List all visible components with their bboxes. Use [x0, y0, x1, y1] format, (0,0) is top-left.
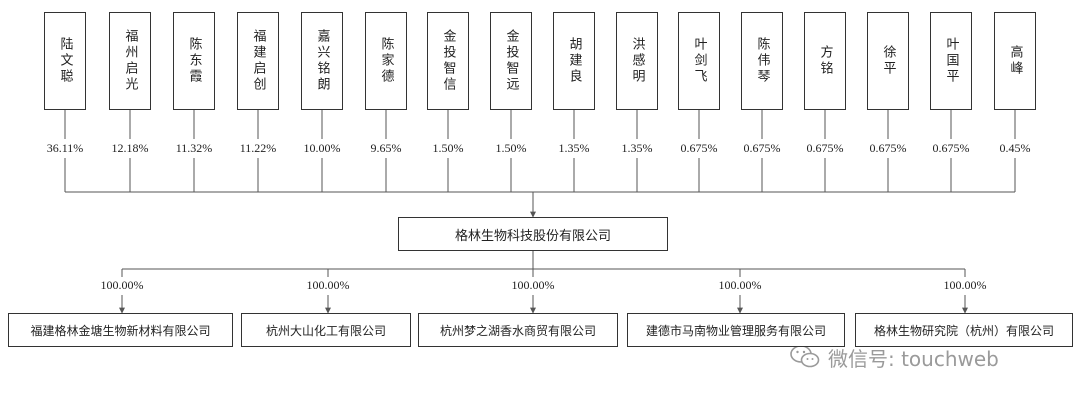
- shareholder-box: 徐平: [867, 12, 909, 110]
- shareholder-box: 陆文聪: [44, 12, 86, 110]
- shareholder-name: 洪感明: [629, 37, 645, 85]
- shareholder-percentage: 12.18%: [111, 141, 149, 155]
- subsidiary-box: 杭州大山化工有限公司: [241, 313, 411, 347]
- shareholder-percentage: 10.00%: [303, 141, 341, 155]
- shareholder-name: 福建启创: [250, 29, 266, 93]
- shareholder-percentage: 0.675%: [932, 141, 970, 155]
- shareholder-percentage: 1.35%: [558, 141, 590, 155]
- subsidiary-box: 格林生物研究院（杭州）有限公司: [855, 313, 1073, 347]
- shareholder-name: 金投智信: [440, 29, 456, 93]
- shareholder-name: 高峰: [1007, 45, 1023, 77]
- subsidiary-percentage: 100.00%: [943, 278, 987, 292]
- shareholder-name: 陈家德: [378, 37, 394, 85]
- shareholder-box: 方铭: [804, 12, 846, 110]
- shareholder-name: 方铭: [817, 45, 833, 77]
- shareholder-box: 福州启光: [109, 12, 151, 110]
- watermark-text: 微信号: touchweb: [828, 346, 999, 371]
- subsidiary-name: 杭州大山化工有限公司: [265, 323, 386, 338]
- shareholder-percentage: 1.50%: [432, 141, 464, 155]
- company-name: 格林生物科技股份有限公司: [454, 228, 611, 244]
- wechat-icon: [790, 345, 820, 368]
- shareholder-box: 嘉兴铭朗: [301, 12, 343, 110]
- shareholder-name: 陈东霞: [186, 37, 202, 85]
- shareholder-box: 陈伟琴: [741, 12, 783, 110]
- shareholder-box: 金投智信: [427, 12, 469, 110]
- shareholder-box: 陈东霞: [173, 12, 215, 110]
- shareholder-box: 陈家德: [365, 12, 407, 110]
- subsidiary-box: 福建格林金塘生物新材料有限公司: [8, 313, 233, 347]
- shareholder-name: 胡建良: [566, 37, 582, 85]
- shareholder-name: 金投智远: [503, 29, 519, 93]
- shareholder-percentage: 11.22%: [239, 141, 277, 155]
- shareholder-percentage: 1.50%: [495, 141, 527, 155]
- subsidiary-percentage: 100.00%: [306, 278, 350, 292]
- shareholder-percentage: 0.675%: [680, 141, 718, 155]
- subsidiary-name: 杭州梦之湖香水商贸有限公司: [439, 323, 596, 338]
- shareholder-box: 金投智远: [490, 12, 532, 110]
- shareholder-name: 陆文聪: [57, 37, 73, 85]
- shareholder-box: 叶国平: [930, 12, 972, 110]
- company-box: 格林生物科技股份有限公司: [398, 217, 668, 251]
- subsidiary-box: 杭州梦之湖香水商贸有限公司: [418, 313, 618, 347]
- subsidiary-name: 建德市马南物业管理服务有限公司: [645, 323, 826, 338]
- shareholder-name: 嘉兴铭朗: [314, 29, 330, 93]
- shareholder-percentage: 11.32%: [175, 141, 213, 155]
- subsidiary-box: 建德市马南物业管理服务有限公司: [627, 313, 845, 347]
- subsidiary-percentage: 100.00%: [511, 278, 555, 292]
- shareholder-percentage: 0.675%: [869, 141, 907, 155]
- shareholder-percentage: 0.675%: [806, 141, 844, 155]
- subsidiary-percentage: 100.00%: [100, 278, 144, 292]
- subsidiary-name: 福建格林金塘生物新材料有限公司: [30, 323, 211, 338]
- shareholder-box: 高峰: [994, 12, 1036, 110]
- shareholder-name: 福州启光: [122, 29, 138, 93]
- subsidiary-name: 格林生物研究院（杭州）有限公司: [873, 323, 1054, 338]
- subsidiary-percentage: 100.00%: [718, 278, 762, 292]
- shareholder-percentage: 0.45%: [999, 141, 1031, 155]
- shareholder-percentage: 36.11%: [46, 141, 84, 155]
- shareholder-percentage: 0.675%: [743, 141, 781, 155]
- shareholder-box: 叶剑飞: [678, 12, 720, 110]
- shareholder-box: 洪感明: [616, 12, 658, 110]
- shareholder-box: 胡建良: [553, 12, 595, 110]
- shareholder-percentage: 9.65%: [370, 141, 402, 155]
- shareholder-box: 福建启创: [237, 12, 279, 110]
- shareholder-name: 叶国平: [943, 37, 959, 85]
- shareholder-percentage: 1.35%: [621, 141, 653, 155]
- shareholder-name: 叶剑飞: [691, 37, 707, 85]
- shareholder-name: 徐平: [880, 45, 896, 77]
- shareholder-name: 陈伟琴: [754, 37, 770, 85]
